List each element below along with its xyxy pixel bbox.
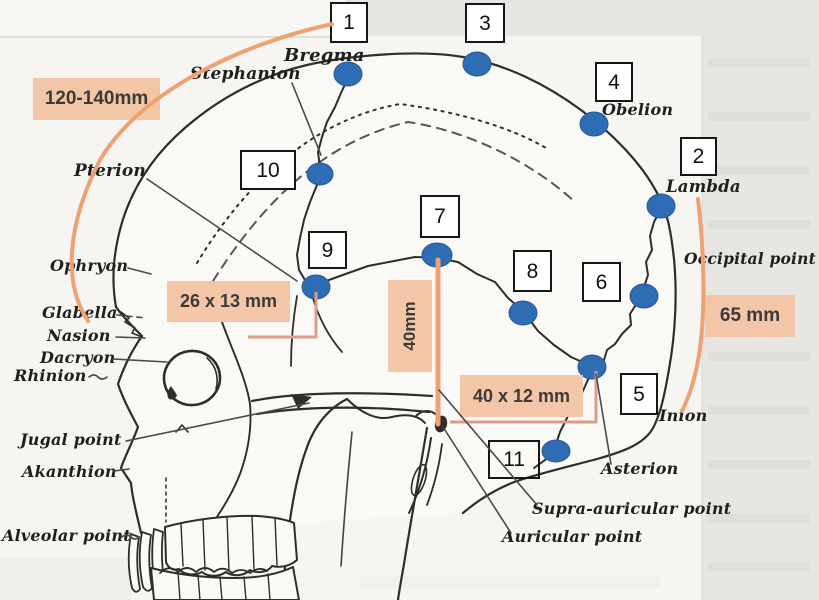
label-auricular-point: Auricular point xyxy=(502,527,643,546)
label-obelion: Obelion xyxy=(602,100,674,119)
point-dot-vertex xyxy=(462,51,492,77)
label-lambda: Lambda xyxy=(666,177,741,196)
label-alveolar-point: Alveolar point xyxy=(2,526,131,545)
label-asterion: Asterion xyxy=(601,459,679,478)
point-dot-squamosal-top xyxy=(421,242,453,268)
point-dot-bregma xyxy=(333,61,363,87)
marker-box-10: 10 xyxy=(240,150,296,190)
measurement-label-occipital-arc: 65 mm xyxy=(705,295,795,337)
label-inion: Inion xyxy=(659,406,708,425)
teeth-incisors xyxy=(127,533,141,593)
point-dot-lambda xyxy=(646,193,676,219)
label-pterion: Pterion xyxy=(74,161,146,181)
marker-box-5: 5 xyxy=(620,373,658,415)
temporal-line-dotted-arc xyxy=(196,103,547,264)
lower-teeth-row xyxy=(150,566,300,600)
label-akanthion: Akanthion xyxy=(22,462,117,481)
marker-box-2: 2 xyxy=(680,137,717,176)
measurement-label-pterion-size: 26 x 13 mm xyxy=(167,281,290,322)
label-glabella: Glabella xyxy=(42,303,118,322)
label-bregma: Bregma xyxy=(284,45,365,66)
marker-box-6: 6 xyxy=(582,262,621,302)
measurement-label-temporal-size: 40 x 12 mm xyxy=(460,375,583,417)
zygomatic-arch xyxy=(250,392,434,403)
skull-profile-outline xyxy=(112,52,677,535)
marker-box-9: 9 xyxy=(308,231,347,269)
marker-box-11: 11 xyxy=(488,440,540,479)
point-dot-pterion xyxy=(301,274,331,300)
marker-box-7: 7 xyxy=(420,195,460,238)
point-dot-obelion xyxy=(579,111,609,137)
label-nasion: Nasion xyxy=(47,326,111,345)
marker-box-1: 1 xyxy=(330,2,368,43)
point-dot-stephanion xyxy=(306,162,334,186)
marker-box-4: 4 xyxy=(595,62,633,102)
marker-box-8: 8 xyxy=(513,250,552,292)
label-dacryon: Dacryon xyxy=(40,348,116,367)
label-rhinion: Rhinion xyxy=(14,366,87,385)
point-dot-supra-auricular xyxy=(541,439,571,463)
craniometric-point-dots xyxy=(301,51,676,463)
point-dot-lambdoid xyxy=(629,283,659,309)
measurement-label-frontal-arc: 120-140mm xyxy=(33,78,160,120)
label-ophryon: Ophryon xyxy=(50,256,129,275)
page-showthrough-texture xyxy=(0,58,810,600)
label-occipital-point: Occipital point xyxy=(684,249,816,268)
label-jugal-point: Jugal point xyxy=(20,430,122,449)
point-dot-temporal xyxy=(508,300,538,326)
marker-box-3: 3 xyxy=(465,3,505,43)
measurement-label-vertical-40mm: 40mm xyxy=(388,280,432,372)
upper-teeth-row xyxy=(164,514,298,577)
label-supra-auricular-point: Supra-auricular point xyxy=(532,499,732,518)
squamosal-suture xyxy=(317,256,590,366)
label-stephanion: Stephanion xyxy=(190,64,301,84)
